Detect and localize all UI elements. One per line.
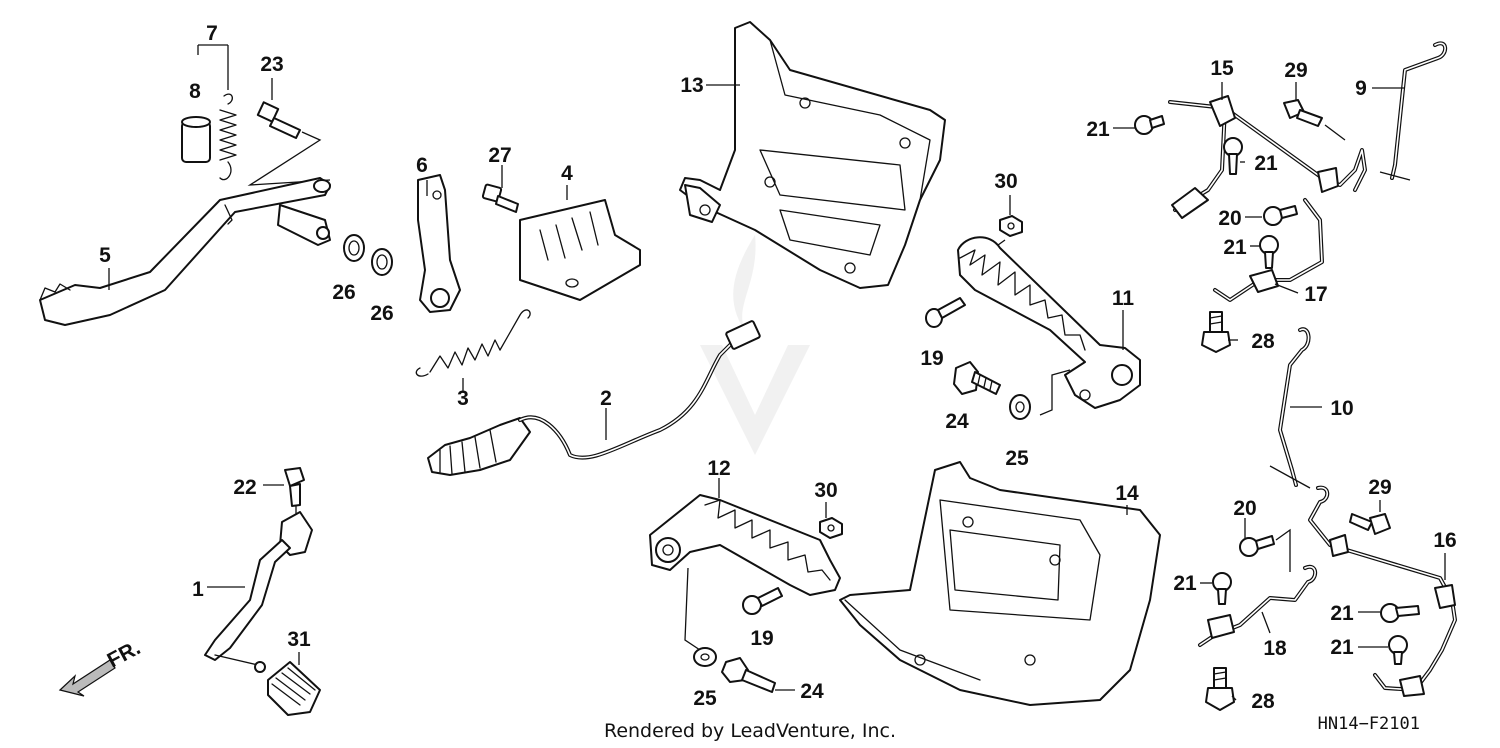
part-11-footpeg	[957, 236, 1141, 416]
part-22-bolt	[284, 467, 305, 520]
part-21-screws-upper	[1134, 115, 1279, 269]
part-25-washer-lower	[693, 647, 717, 667]
callout-8: 8	[189, 80, 201, 103]
callout-26a: 26	[332, 281, 355, 304]
footer-credit: Rendered by LeadVenture, Inc.	[604, 720, 896, 742]
callout-3: 3	[457, 387, 469, 410]
part-17-rod	[1213, 198, 1324, 302]
part-13-guard	[679, 21, 946, 289]
part-25-washer	[1009, 394, 1031, 420]
callout-19a: 19	[920, 347, 943, 370]
part-3-spring	[415, 309, 531, 377]
callout-24b: 24	[800, 680, 824, 703]
callout-31: 31	[287, 628, 311, 651]
callout-19b: 19	[750, 627, 773, 650]
callout-21c: 21	[1223, 236, 1247, 259]
part-30-nut-lower	[819, 517, 843, 539]
front-direction-arrow	[58, 659, 116, 697]
part-29-bolt	[1283, 99, 1346, 141]
callout-21b: 21	[1254, 152, 1278, 175]
part-6-arm	[417, 174, 461, 313]
callout-14: 14	[1115, 482, 1139, 505]
fr-arrow-icon	[58, 659, 116, 697]
callout-29a: 29	[1284, 59, 1307, 82]
part-16-cable	[1308, 485, 1457, 697]
part-27-bolt	[481, 183, 519, 213]
part-28-bolt	[1201, 311, 1231, 353]
callout-17: 17	[1304, 283, 1327, 306]
callout-12: 12	[707, 457, 730, 480]
callout-28b: 28	[1251, 690, 1275, 713]
callout-29b: 29	[1368, 476, 1391, 499]
flame-logo-icon	[700, 235, 810, 455]
part-24-bolt	[953, 361, 1001, 395]
part-24-bolt-lower	[721, 657, 776, 693]
part-12-footpeg	[649, 494, 841, 651]
callout-24a: 24	[945, 410, 969, 433]
part-20-bolt	[1263, 205, 1298, 226]
callout-5: 5	[99, 244, 111, 267]
callout-21e: 21	[1330, 602, 1354, 625]
part-19-bolt	[925, 297, 966, 328]
part-20-bolt-lower	[1239, 528, 1291, 572]
watermark	[700, 235, 810, 455]
part-1-shift-lever	[204, 511, 313, 673]
part-2-brake-switch	[427, 320, 761, 476]
part-21-screws-lower	[1212, 572, 1420, 665]
callout-16: 16	[1433, 529, 1456, 552]
callout-28a: 28	[1251, 330, 1275, 353]
callout-21a: 21	[1086, 118, 1110, 141]
callout-21d: 21	[1173, 572, 1197, 595]
part-5-brake-pedal	[39, 177, 331, 326]
callout-26b: 26	[370, 302, 393, 325]
part-26-seals	[343, 234, 393, 276]
part-19-bolt-lower	[742, 587, 783, 615]
callout-30b: 30	[814, 479, 837, 502]
part-10-rod	[1269, 327, 1311, 489]
callout-13: 13	[680, 74, 703, 97]
callout-23: 23	[260, 53, 283, 76]
part-28-bolt-lower	[1205, 667, 1235, 711]
callout-1: 1	[192, 578, 204, 601]
callout-4: 4	[561, 162, 573, 185]
callout-20a: 20	[1218, 207, 1241, 230]
callout-21f: 21	[1330, 636, 1354, 659]
part-31-shift-rubber	[267, 661, 321, 716]
callout-22: 22	[233, 476, 256, 499]
part-18-rod	[1198, 564, 1318, 647]
part-9-rod	[1379, 41, 1448, 181]
part-4-bracket	[519, 199, 641, 301]
callout-25a: 25	[1005, 447, 1029, 470]
callout-27: 27	[488, 144, 511, 167]
callout-2: 2	[600, 387, 612, 410]
callout-7: 7	[206, 22, 218, 45]
callout-25b: 25	[693, 687, 717, 710]
part-29-bolt-lower	[1349, 513, 1391, 535]
leader-lines	[108, 82, 1446, 701]
callout-labels: 7 8 23 5 26 26 6 27 4 3 2 13 30 11 19 24…	[99, 22, 1457, 713]
callout-20b: 20	[1233, 497, 1256, 520]
callout-18: 18	[1263, 637, 1287, 660]
part-14-guard	[839, 461, 1161, 706]
callout-9: 9	[1355, 77, 1367, 100]
part-15-cable	[1168, 95, 1367, 219]
callout-30a: 30	[994, 170, 1017, 193]
part-7-spring	[181, 44, 237, 181]
callout-6: 6	[416, 154, 428, 177]
callout-10: 10	[1330, 397, 1353, 420]
callout-11: 11	[1112, 287, 1135, 310]
diagram-code: HN14−F2101	[1318, 714, 1420, 734]
callout-15: 15	[1210, 57, 1234, 80]
part-23-bolt	[247, 78, 331, 186]
